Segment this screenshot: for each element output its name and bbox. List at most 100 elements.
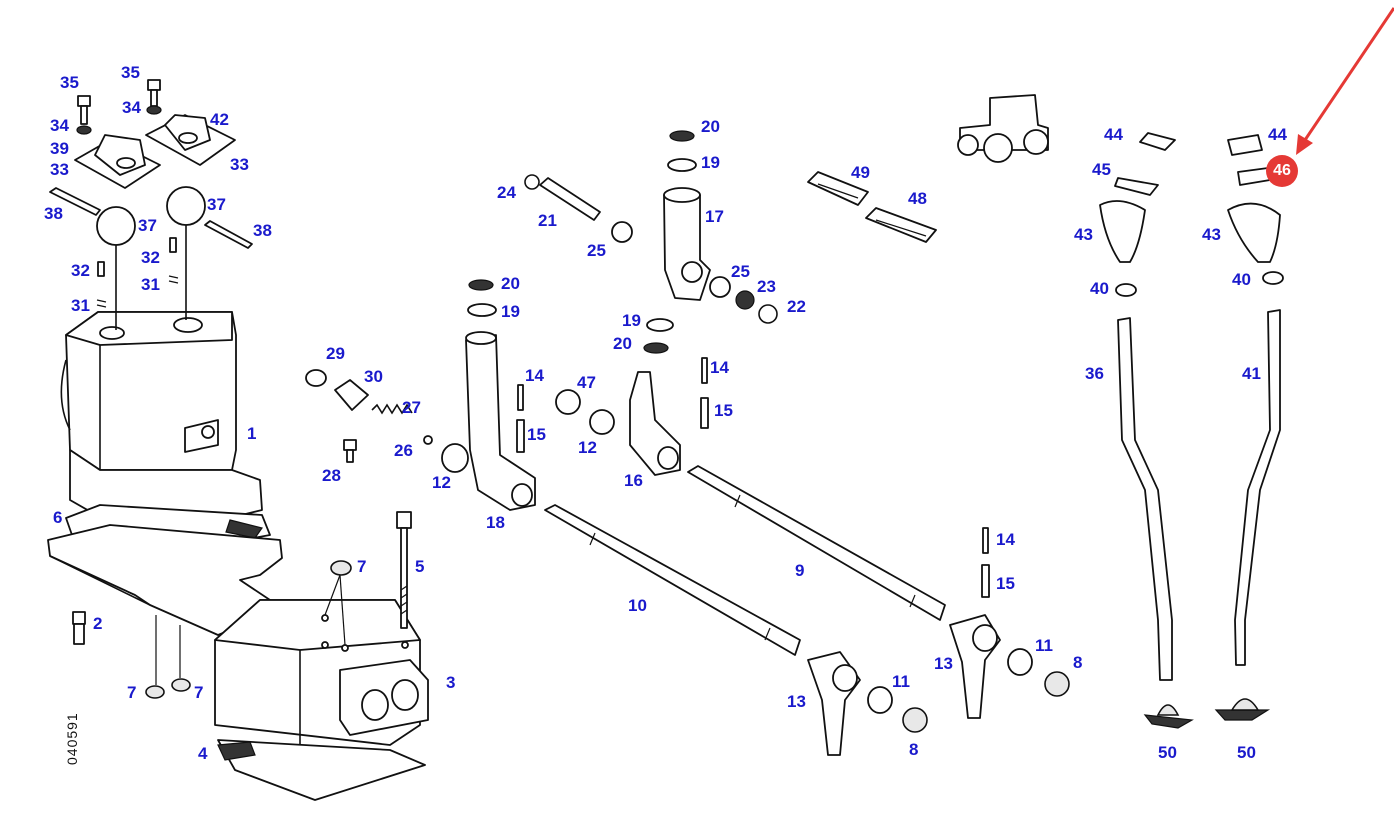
label-11: 11 (1035, 636, 1053, 655)
label-26: 26 (394, 441, 413, 460)
label-19: 19 (701, 153, 720, 172)
label-22: 22 (787, 297, 806, 316)
lever-18 (441, 279, 536, 511)
label-40: 40 (1090, 279, 1109, 298)
label-30: 30 (364, 367, 383, 386)
label-37: 37 (207, 195, 226, 214)
decals (807, 171, 937, 243)
levers-13 (807, 614, 1001, 756)
label-8: 8 (1073, 653, 1083, 672)
pins-14-15 (516, 357, 990, 598)
label-12: 12 (432, 473, 451, 492)
label-44: 44 (1104, 125, 1123, 144)
label-34: 34 (50, 116, 69, 135)
label-16: 16 (624, 471, 643, 490)
label-25: 25 (587, 241, 606, 260)
bushings-12-47 (555, 389, 615, 435)
label-43: 43 (1202, 225, 1221, 244)
label-4: 4 (198, 744, 208, 763)
highlight-arrow (1296, 7, 1394, 155)
label-10: 10 (628, 596, 647, 615)
label-8: 8 (909, 740, 919, 759)
label-6: 6 (53, 508, 63, 527)
label-2: 2 (93, 614, 103, 633)
boots-50 (1143, 698, 1271, 729)
label-18: 18 (486, 513, 505, 532)
ball-37 (96, 186, 206, 330)
label-35: 35 (60, 73, 79, 92)
label-43: 43 (1074, 225, 1093, 244)
label-17: 17 (705, 207, 724, 226)
gear-lever-36 (1099, 132, 1176, 681)
gear-lever-41 (1227, 134, 1284, 666)
tractor-pictogram (957, 94, 1049, 163)
label-28: 28 (322, 466, 341, 485)
label-50: 50 (1237, 743, 1256, 762)
label-42: 42 (210, 110, 229, 129)
highlighted-part-46[interactable]: 46 (1266, 155, 1298, 187)
label-7: 7 (127, 683, 137, 702)
label-12: 12 (578, 438, 597, 457)
label-14: 14 (996, 530, 1015, 549)
shaft-9 (687, 465, 946, 621)
lower-box (214, 574, 429, 760)
label-40: 40 (1232, 270, 1251, 289)
label-23: 23 (757, 277, 776, 296)
label-47: 47 (577, 373, 596, 392)
label-9: 9 (795, 561, 805, 580)
bolts-35 (76, 79, 162, 135)
label-19: 19 (622, 311, 641, 330)
label-45: 45 (1092, 160, 1111, 179)
label-19: 19 (501, 302, 520, 321)
gear-housing (60, 311, 263, 541)
label-7: 7 (357, 557, 367, 576)
pins-38 (49, 187, 253, 249)
bolt-5 (396, 511, 412, 629)
label-7: 7 (194, 683, 204, 702)
label-20: 20 (501, 274, 520, 293)
label-38: 38 (253, 221, 272, 240)
screw-2 (72, 611, 86, 645)
label-11: 11 (892, 672, 910, 691)
label-44: 44 (1268, 125, 1287, 144)
springs-31-32 (96, 237, 179, 308)
cover-right (145, 114, 236, 166)
plugs-7 (145, 560, 352, 699)
label-14: 14 (525, 366, 544, 385)
label-41: 41 (1242, 364, 1261, 383)
label-13: 13 (934, 654, 953, 673)
label-33: 33 (50, 160, 69, 179)
label-32: 32 (71, 261, 90, 280)
label-31: 31 (141, 275, 160, 294)
label-1: 1 (247, 424, 257, 443)
label-24: 24 (497, 183, 516, 202)
label-49: 49 (851, 163, 870, 182)
label-38: 38 (44, 204, 63, 223)
bushings-11 (867, 648, 1070, 733)
label-34: 34 (122, 98, 141, 117)
shaft-10 (544, 504, 801, 656)
label-27: 27 (402, 398, 421, 417)
label-39: 39 (50, 139, 69, 158)
label-20: 20 (701, 117, 720, 136)
gasket-4 (217, 739, 426, 801)
highlighted-part-label: 46 (1273, 162, 1291, 179)
housing-17 (663, 130, 711, 301)
label-25: 25 (731, 262, 750, 281)
cover-left (74, 134, 161, 189)
label-31: 31 (71, 296, 90, 315)
label-13: 13 (787, 692, 806, 711)
detent-assembly (305, 369, 433, 463)
label-14: 14 (710, 358, 729, 377)
label-35: 35 (121, 63, 140, 82)
label-37: 37 (138, 216, 157, 235)
label-48: 48 (908, 189, 927, 208)
label-50: 50 (1158, 743, 1177, 762)
label-3: 3 (446, 673, 456, 692)
label-33: 33 (230, 155, 249, 174)
label-5: 5 (415, 557, 425, 576)
label-21: 21 (538, 211, 557, 230)
label-20: 20 (613, 334, 632, 353)
